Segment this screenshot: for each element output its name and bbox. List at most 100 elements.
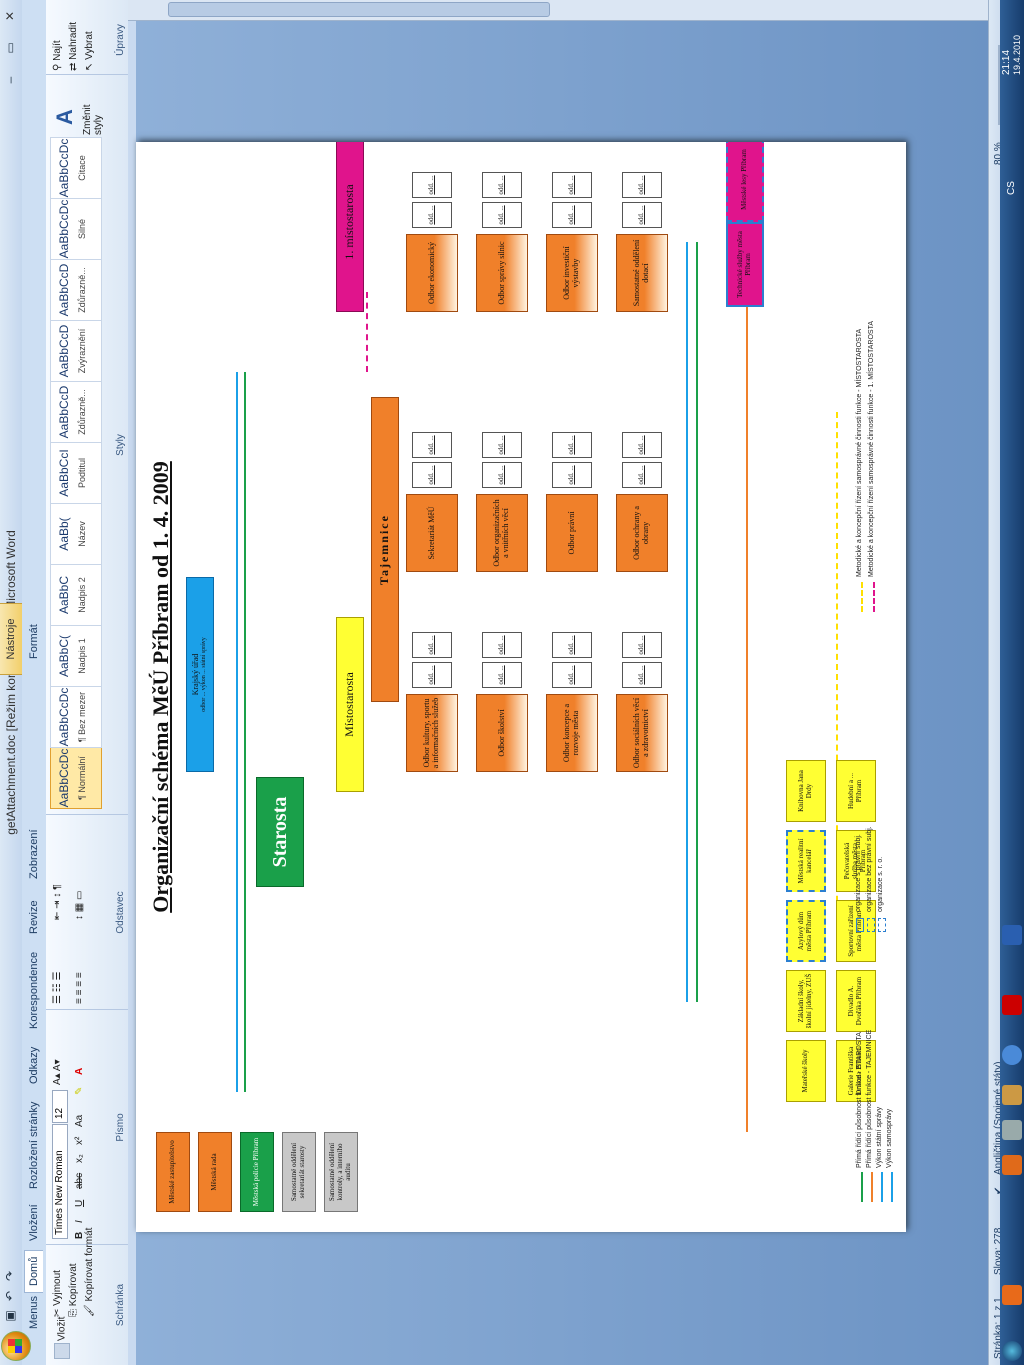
sub-department-box[interactable]: odd. ... [412, 662, 452, 688]
font-name-box[interactable]: Times New Roman [52, 1124, 68, 1239]
style-tile[interactable]: AaBbC(Nadpis 1 [50, 625, 102, 687]
tab-format[interactable]: Formát [28, 624, 40, 659]
left-unit-box[interactable]: Samostatné oddělení kontroly, a interníh… [324, 1132, 358, 1212]
mistostarosta-box[interactable]: Místostarosta [336, 617, 364, 792]
tajemnice-box[interactable]: Tajemnice [371, 397, 399, 702]
left-unit-box[interactable]: Městská policie Příbram [240, 1132, 274, 1212]
word-taskbar-icon[interactable] [1002, 925, 1022, 945]
find-button[interactable]: ⚲ Najít [52, 40, 63, 71]
strikethrough-button[interactable]: abc [74, 1172, 85, 1189]
italic-button[interactable]: I [74, 1220, 85, 1223]
tab-review[interactable]: Revize [28, 900, 40, 934]
close-button[interactable]: ✕ [3, 10, 17, 22]
sub-department-box[interactable]: odd. ... [482, 172, 522, 198]
indent-icon[interactable]: ⇤ ⇥ ↕ ¶ [52, 884, 63, 920]
firefox-icon[interactable] [1002, 1285, 1022, 1305]
sub-department-box[interactable]: odd. ... [412, 172, 452, 198]
sub-department-box[interactable]: odd. ... [482, 462, 522, 488]
align-icon[interactable]: ≡ ≡ ≡ ≡ [74, 972, 85, 1004]
department-box[interactable]: Odbor investiční výstavby [546, 234, 598, 312]
sub-department-box[interactable]: odd. ... [552, 202, 592, 228]
style-tile[interactable]: AaBb(Název [50, 503, 102, 565]
sub-department-box[interactable]: odd. ... [482, 432, 522, 458]
restore-button[interactable]: ▭ [3, 42, 17, 54]
font-size-box[interactable]: 12 [52, 1090, 68, 1123]
sub-department-box[interactable]: odd. ... [412, 432, 452, 458]
style-tile[interactable]: AaBbCcDc¶ Bez mezer [50, 686, 102, 748]
yellow-org-box[interactable]: Knihovna Jana Drdy [786, 760, 826, 822]
bullets-icon[interactable]: ☰ ☷ ☰ [52, 971, 63, 1004]
change-case-button[interactable]: Aa [74, 1114, 85, 1127]
left-unit-box[interactable]: Městské zastupitelstvo [156, 1132, 190, 1212]
subscript-button[interactable]: x₂ [74, 1154, 85, 1163]
document-page[interactable]: Organizační schéma MěÚ Příbram od 1. 4. … [136, 142, 906, 1232]
office-button[interactable] [1, 1331, 31, 1361]
krajsky-urad-box[interactable]: Krajský úřad odbor ... výkon ... státní … [186, 577, 214, 772]
yellow-org-box[interactable]: Hudební a ... Příbram [836, 760, 876, 822]
department-box[interactable]: Odbor ochrany a obrany [616, 494, 668, 572]
yellow-org-box[interactable]: Azylový dům města Příbram [786, 900, 826, 962]
sub-department-box[interactable]: odd. ... [412, 202, 452, 228]
department-box[interactable]: Odbor školství [476, 694, 528, 772]
department-box[interactable]: Odbor koncepce a rozvoje města [546, 694, 598, 772]
department-box[interactable]: Odbor kultury, sportu a informačních slu… [406, 694, 458, 772]
yellow-org-box[interactable]: Základní školy, školní jídelny, ZUŠ [786, 970, 826, 1032]
tab-page-layout[interactable]: Rozložení stránky [28, 1101, 40, 1189]
department-box[interactable]: Odbor sociálních věcí a zdravotnictví [616, 694, 668, 772]
department-box[interactable]: Odbor organizačních a vnitřních věcí [476, 494, 528, 572]
change-styles-icon[interactable]: A [52, 109, 77, 125]
paste-button[interactable]: Vložit [54, 1317, 70, 1359]
mestske-lesy-box[interactable]: Městské lesy Příbram [726, 142, 764, 222]
sub-department-box[interactable]: odd. ... [622, 662, 662, 688]
prvni-mistostarosta-box[interactable]: 1. místostarosta [336, 142, 364, 312]
highlight-icon[interactable]: ✎ [74, 1086, 85, 1095]
tab-home[interactable]: Domů [24, 1249, 43, 1293]
shading-icon[interactable]: ↕ ▦ ▭ [74, 890, 85, 920]
font-color-icon[interactable]: A [74, 1067, 85, 1075]
sub-department-box[interactable]: odd. ... [552, 432, 592, 458]
app-icon[interactable] [1002, 1120, 1022, 1140]
sub-department-box[interactable]: odd. ... [552, 462, 592, 488]
sub-department-box[interactable]: odd. ... [622, 202, 662, 228]
vertical-scrollbar[interactable] [128, 0, 988, 21]
left-unit-box[interactable]: Samostatné oddělení sekretariát starosty [282, 1132, 316, 1212]
replace-button[interactable]: ⇄ Nahradit [68, 22, 79, 71]
bold-button[interactable]: B [74, 1231, 85, 1239]
sub-department-box[interactable]: odd. ... [552, 632, 592, 658]
department-box[interactable]: Odbor ekonomický [406, 234, 458, 312]
department-box[interactable]: Odbor správy silnic [476, 234, 528, 312]
sub-department-box[interactable]: odd. ... [412, 632, 452, 658]
sub-department-box[interactable]: odd. ... [552, 662, 592, 688]
minimize-button[interactable]: – [3, 76, 17, 84]
yellow-org-box[interactable]: Městská realitní kancelář [786, 830, 826, 892]
scrollbar-thumb[interactable] [168, 2, 550, 17]
sub-department-box[interactable]: odd. ... [622, 432, 662, 458]
department-box[interactable]: Sekretariát MěÚ [406, 494, 458, 572]
grow-font-icon[interactable]: A▴ A▾ [52, 1059, 63, 1085]
select-button[interactable]: ↖ Vybrat [84, 31, 95, 71]
tab-view[interactable]: Zobrazení [28, 829, 40, 879]
yellow-org-box[interactable]: Divadlo A. Dvořáka Příbram [836, 970, 876, 1032]
tab-mailings[interactable]: Korespondence [28, 951, 40, 1029]
department-box[interactable]: Odbor právní [546, 494, 598, 572]
sub-department-box[interactable]: odd. ... [552, 172, 592, 198]
acrobat-icon[interactable] [1002, 995, 1022, 1015]
start-button-icon[interactable] [1002, 1341, 1022, 1361]
horizontal-ruler[interactable] [128, 0, 136, 1365]
input-language[interactable]: CS [1006, 181, 1017, 195]
cut-button[interactable]: ✂ Vyjmout [52, 1270, 63, 1317]
style-tile[interactable]: AaBbCcDc¶ Normální [50, 747, 102, 809]
ie-icon[interactable] [1002, 1045, 1022, 1065]
starosta-box[interactable]: Starosta [256, 777, 304, 887]
sub-department-box[interactable]: odd. ... [482, 632, 522, 658]
department-box[interactable]: Samostatné oddělení dotací [616, 234, 668, 312]
sub-department-box[interactable]: odd. ... [482, 202, 522, 228]
yellow-org-box[interactable]: Mateřské školy [786, 1040, 826, 1102]
winamp-icon[interactable] [1002, 1085, 1022, 1105]
left-unit-box[interactable]: Městská rada [198, 1132, 232, 1212]
